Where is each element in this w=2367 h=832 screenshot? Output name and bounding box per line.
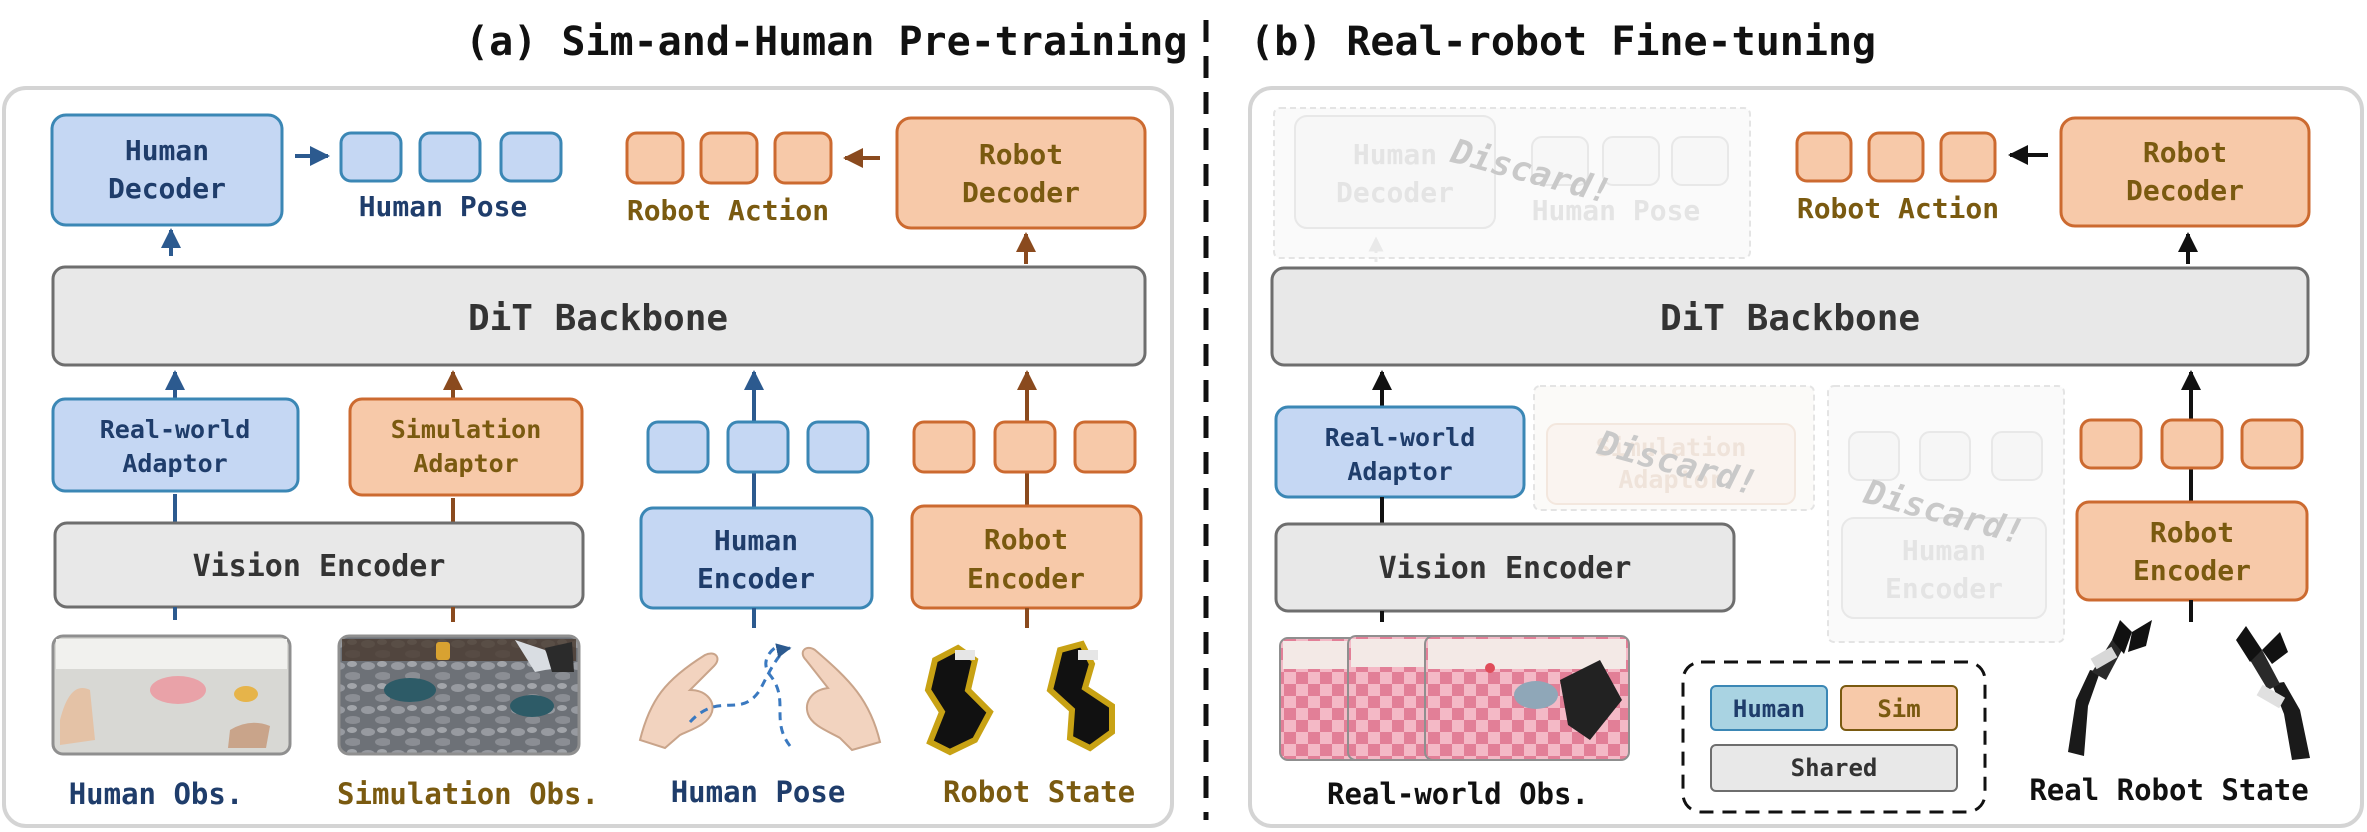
caption-simulation-obs: Simulation Obs. [337,777,599,811]
human-decoder-box: Human Decoder [50,113,284,227]
robot-state-grippers [924,640,1115,756]
legend-human: Human [1733,695,1805,723]
caption-robot-state: Robot State [943,775,1135,809]
real-robot-grippers [2068,620,2310,760]
svg-text:Adaptor: Adaptor [1618,465,1723,494]
simulation-obs-image [337,634,581,756]
svg-text:Decoder: Decoder [962,176,1080,209]
svg-text:DiT Backbone: DiT Backbone [1660,298,1920,339]
human-pose-hands [638,643,882,752]
robot-action-output-label-b: Robot Action [1797,192,1999,225]
real-world-obs-images [1279,635,1630,761]
human-pose-tokens [339,131,563,183]
svg-text:Robot: Robot [2143,136,2227,169]
caption-real-world-obs: Real-world Obs. [1327,777,1589,811]
svg-text:Encoder: Encoder [697,562,815,595]
svg-text:Human: Human [714,524,798,557]
svg-text:Encoder: Encoder [967,562,1085,595]
svg-text:Simulation: Simulation [1596,433,1747,462]
svg-text:Encoder: Encoder [2133,554,2251,587]
robot-action-tokens [625,131,833,185]
robot-action-tokens-b [1795,131,1997,183]
robot-decoder-box: Robot Decoder [895,116,1147,230]
vision-encoder-b: Vision Encoder [1274,522,1736,613]
robot-encoder-a: Robot Encoder [910,504,1143,610]
discarded-human-decoder-region: Human Decoder Human Pose [1273,107,1751,262]
svg-text:Decoder: Decoder [108,172,226,205]
caption-real-robot-state: Real Robot State [2029,773,2308,807]
svg-text:Real-world: Real-world [100,415,251,444]
svg-text:Decoder: Decoder [2126,174,2244,207]
robot-encoder-tokens [912,420,1137,474]
discarded-sim-adaptor-region: Simulation Adaptor [1533,385,1815,511]
human-encoder-a: Human Encoder [639,506,874,610]
human-obs-image [51,634,292,756]
legend-shared: Shared [1791,754,1878,782]
svg-text:Decoder: Decoder [1336,176,1454,209]
human-encoder-tokens [646,420,870,474]
simulation-adaptor-a: Simulation Adaptor [348,397,584,497]
robot-encoder-b: Robot Encoder [2075,500,2309,602]
panel-b-title: (b) Real-robot Fine-tuning [1250,19,1876,65]
svg-text:Human: Human [1353,138,1437,171]
svg-text:Human: Human [125,134,209,167]
robot-encoder-tokens-b [2079,418,2304,470]
real-world-adaptor-a: Real-world Adaptor [51,397,300,493]
real-world-adaptor-b: Real-world Adaptor [1274,405,1526,499]
svg-text:Robot: Robot [2150,516,2234,549]
dit-backbone-b: DiT Backbone [1270,266,2310,367]
panel-a-title: (a) Sim-and-Human Pre-training [465,19,1187,65]
legend: Human Sim Shared [1681,660,1987,814]
legend-sim: Sim [1877,695,1920,723]
svg-text:Encoder: Encoder [1885,572,2003,605]
svg-text:Robot: Robot [979,138,1063,171]
svg-text:Adaptor: Adaptor [122,449,227,478]
svg-text:Adaptor: Adaptor [413,449,518,478]
caption-human-pose: Human Pose [671,775,846,809]
svg-text:Vision Encoder: Vision Encoder [1379,551,1632,586]
svg-text:Human Pose: Human Pose [1532,194,1701,227]
discarded-human-encoder-region: Human Encoder [1827,385,2065,643]
svg-text:Real-world: Real-world [1325,423,1476,452]
svg-text:Robot: Robot [984,523,1068,556]
dit-backbone-a: DiT Backbone [51,265,1147,367]
svg-text:Adaptor: Adaptor [1347,457,1452,486]
human-pose-output-label: Human Pose [359,190,528,223]
svg-text:Simulation: Simulation [391,415,542,444]
caption-human-obs: Human Obs. [69,777,244,811]
vision-encoder-a: Vision Encoder [53,521,585,609]
robot-action-output-label: Robot Action [627,194,829,227]
svg-text:Vision Encoder: Vision Encoder [193,549,446,584]
robot-decoder-box-b: Robot Decoder [2059,116,2311,228]
svg-text:Human: Human [1902,534,1986,567]
svg-text:DiT Backbone: DiT Backbone [468,298,728,339]
